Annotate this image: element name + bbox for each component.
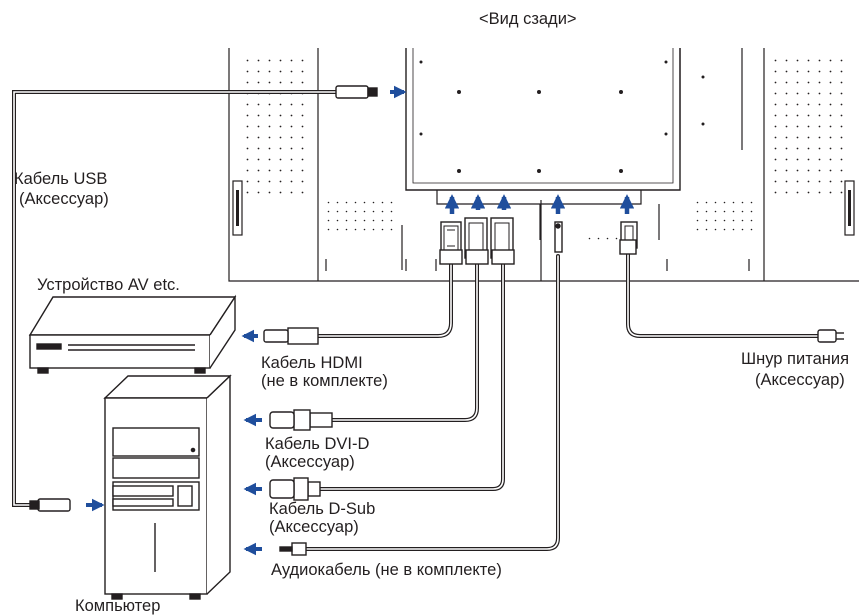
computer xyxy=(103,374,232,600)
usb-cable-label: Кабель USB xyxy=(14,170,108,188)
dsub-cable-label: Кабель D-Sub xyxy=(269,500,376,518)
monitor-ports xyxy=(440,217,638,259)
power-cord-label: Шнур питания xyxy=(741,350,850,368)
cables-inner xyxy=(13,91,819,550)
power-cord-note: (Аксессуар) xyxy=(755,371,845,389)
device-arrows xyxy=(86,85,407,556)
dvi-cable-note: (Аксессуар) xyxy=(265,453,355,471)
av-device xyxy=(28,294,237,374)
usb-cable-note: (Аксессуар) xyxy=(19,190,109,208)
audio-cable-label: Аудиокабель (не в комплекте) xyxy=(271,561,502,579)
upward-arrows xyxy=(444,194,635,214)
computer-label: Компьютер xyxy=(75,597,161,615)
cable-connectors xyxy=(29,85,844,556)
hdmi-cable-label: Кабель HDMI xyxy=(261,354,363,372)
monitor-screw-holes xyxy=(419,60,705,173)
hdmi-cable-note: (не в комплекте) xyxy=(261,372,388,390)
dsub-cable-note: (Аксессуар) xyxy=(269,518,359,536)
monitor-rear xyxy=(228,48,859,282)
rear-view-title: <Вид сзади> xyxy=(479,10,577,28)
dvi-cable-label: Кабель DVI-D xyxy=(265,435,370,453)
av-device-label: Устройство AV etc. xyxy=(37,276,180,294)
